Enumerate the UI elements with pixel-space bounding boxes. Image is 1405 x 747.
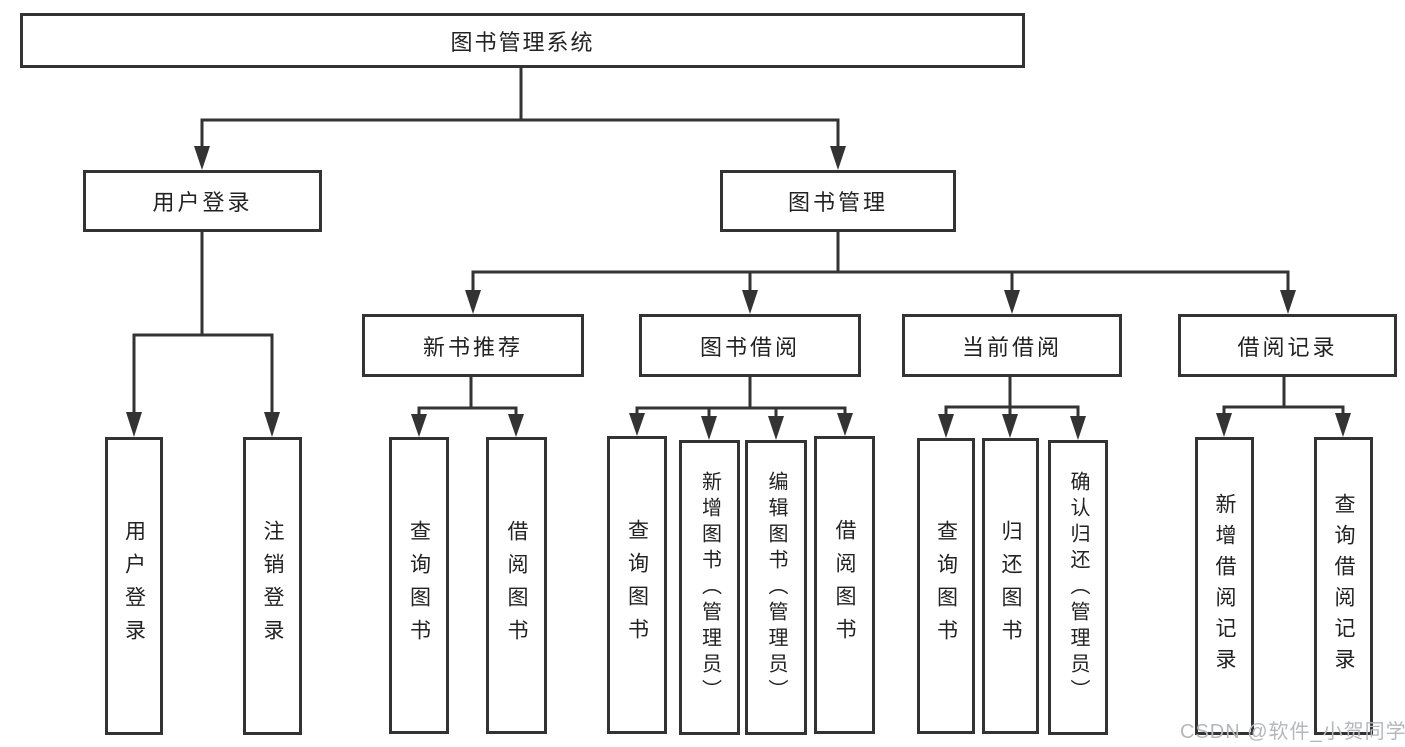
node-label: 查询图书	[934, 520, 958, 652]
leaf-record-query-borrow-record: 查询借阅记录	[1314, 437, 1373, 735]
node-label: 当前借阅	[961, 334, 1062, 360]
leaf-logout: 注销登录	[243, 437, 302, 735]
arrow-down-icon	[126, 412, 142, 437]
leaf-borrow-add-books-admin: 新增图书（管理员）	[679, 440, 740, 735]
arrow-down-icon	[629, 413, 645, 436]
connector-new-book-to-leaves	[411, 375, 524, 437]
node-label: 查询图书	[625, 519, 649, 651]
arrow-down-icon	[742, 290, 758, 314]
node-label: 图书管理系统	[450, 29, 595, 55]
connector-current-borrow-to-leaves	[938, 375, 1086, 440]
connector-root-to-level2	[194, 66, 846, 170]
node-new-book-recommend: 新书推荐	[362, 314, 584, 377]
connector-book-borrow-to-leaves	[629, 375, 853, 440]
connector-user-login-to-leaves	[126, 230, 280, 437]
leaf-borrow-edit-books-admin: 编辑图书（管理员）	[745, 440, 807, 735]
node-label: 图书管理	[787, 190, 888, 215]
arrow-down-icon	[411, 414, 427, 437]
node-label: 借阅记录	[1237, 334, 1338, 360]
node-label: 新增图书（管理员）	[698, 470, 721, 705]
arrow-down-icon	[701, 416, 717, 440]
node-library-management-system: 图书管理系统	[20, 13, 1025, 68]
leaf-user-login: 用户登录	[105, 437, 163, 735]
arrow-down-icon	[1002, 414, 1018, 438]
arrow-down-icon	[194, 146, 210, 170]
arrow-down-icon	[768, 416, 784, 440]
node-label: 借阅图书	[505, 519, 528, 652]
arrow-down-icon	[1335, 413, 1351, 437]
node-label: 查询图书	[407, 519, 431, 652]
node-label: 图书借阅	[699, 334, 800, 360]
arrow-down-icon	[264, 412, 280, 437]
leaf-record-add-borrow-record: 新增借阅记录	[1195, 437, 1254, 735]
arrow-down-icon	[465, 290, 481, 314]
node-label: 借阅图书	[833, 519, 856, 651]
leaf-borrow-borrow-books: 借阅图书	[814, 436, 875, 734]
node-label: 确认归还（管理员）	[1067, 470, 1089, 705]
connector-book-management-to-level3	[465, 230, 1296, 314]
leaf-current-return-books: 归还图书	[982, 438, 1039, 734]
leaf-current-confirm-return-admin: 确认归还（管理员）	[1048, 440, 1108, 735]
node-label: 编辑图书（管理员）	[765, 470, 787, 705]
leaf-newbook-query-books: 查询图书	[389, 437, 449, 734]
node-current-borrowing: 当前借阅	[902, 314, 1122, 377]
connector-borrow-record-to-leaves	[1216, 375, 1351, 437]
leaf-newbook-borrow-books: 借阅图书	[486, 437, 547, 734]
arrow-down-icon	[1280, 290, 1296, 314]
arrow-down-icon	[508, 414, 524, 437]
leaf-current-query-books: 查询图书	[917, 438, 975, 734]
node-label: 新增借阅记录	[1213, 493, 1236, 679]
node-book-borrowing: 图书借阅	[639, 314, 861, 377]
node-user-login: 用户登录	[83, 170, 322, 232]
arrow-down-icon	[1070, 416, 1086, 440]
arrow-down-icon	[830, 146, 846, 170]
node-label: 用户登录	[152, 190, 253, 215]
node-label: 新书推荐	[422, 334, 523, 360]
arrow-down-icon	[837, 413, 853, 436]
node-label: 注销登录	[261, 520, 284, 652]
node-borrowing-records: 借阅记录	[1178, 314, 1397, 377]
arrow-down-icon	[938, 414, 954, 438]
node-label: 用户登录	[122, 520, 146, 652]
csdn-watermark: CSDN @软件_小贺同学	[1180, 721, 1405, 743]
leaf-borrow-query-books: 查询图书	[607, 436, 667, 734]
node-label: 归还图书	[999, 520, 1022, 652]
arrow-down-icon	[1004, 290, 1020, 314]
node-book-management: 图书管理	[720, 170, 956, 232]
arrow-down-icon	[1216, 413, 1232, 437]
node-label: 查询借阅记录	[1332, 493, 1355, 679]
